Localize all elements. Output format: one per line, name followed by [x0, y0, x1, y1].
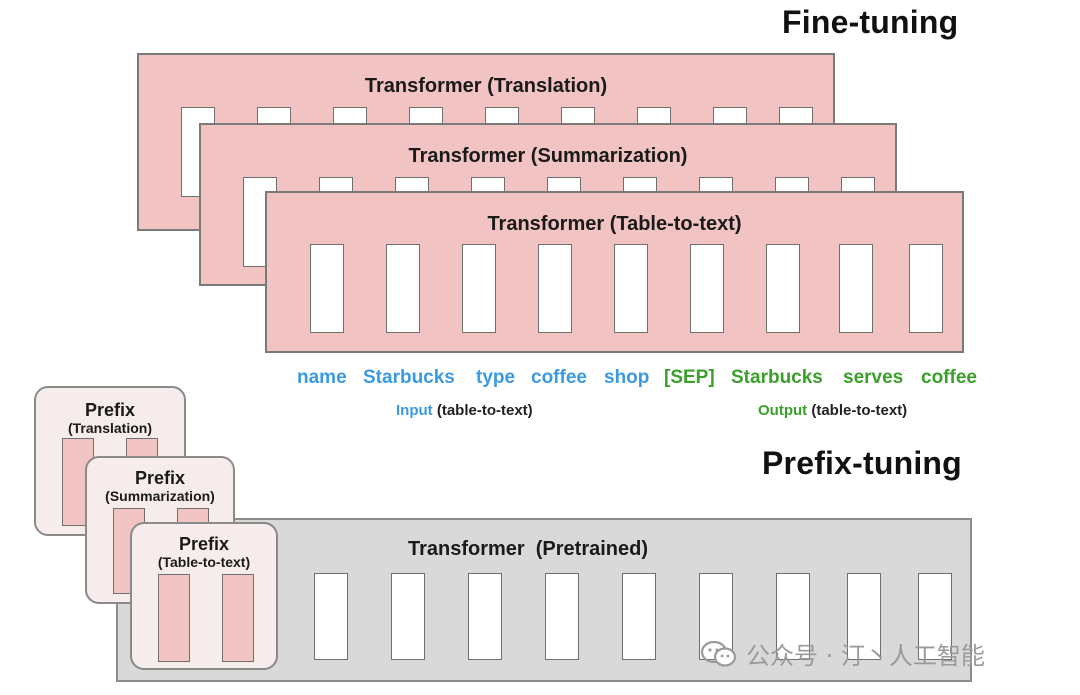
transformer-pretrained-label: Transformer (Pretrained)	[407, 538, 649, 560]
output-token: Starbucks	[731, 367, 823, 388]
slot	[776, 573, 810, 660]
fine-tuning-title: Fine-tuning	[782, 4, 959, 40]
transformer-table-to-text-panel: Transformer (Table-to-text)	[265, 191, 964, 353]
output-token: coffee	[921, 367, 977, 388]
slot	[839, 244, 873, 333]
slot	[847, 573, 881, 660]
prefix-tuning-title: Prefix-tuning	[762, 445, 962, 481]
slot	[918, 573, 952, 660]
slot	[622, 573, 656, 660]
prefix-slot	[158, 574, 190, 662]
wechat-icon	[700, 640, 738, 668]
slot	[391, 573, 425, 660]
slot	[386, 244, 420, 333]
transformer-summarization-label: Transformer (Summarization)	[408, 145, 688, 167]
prefix-slot	[222, 574, 254, 662]
slot	[314, 573, 348, 660]
prefix-table-to-text-card: Prefix (Table-to-text)	[130, 522, 278, 670]
prefix-title: Prefix	[84, 400, 136, 420]
slot	[614, 244, 648, 333]
prefix-title: Prefix	[178, 534, 230, 554]
input-caption: Input (table-to-text)	[396, 402, 533, 419]
input-token: shop	[604, 367, 650, 388]
slot	[545, 573, 579, 660]
slot	[310, 244, 344, 333]
input-caption-rest: (table-to-text)	[432, 402, 533, 419]
slot	[690, 244, 724, 333]
output-caption-rest: (table-to-text)	[807, 402, 908, 419]
output-token: [SEP]	[664, 367, 715, 388]
slot	[538, 244, 572, 333]
input-token: coffee	[531, 367, 587, 388]
prefix-subtitle: (Translation)	[67, 420, 152, 436]
watermark-text: 公众号 · 汀丶人工智能	[746, 642, 985, 670]
slot	[766, 244, 800, 333]
slot	[909, 244, 943, 333]
output-caption: Output (table-to-text)	[758, 402, 907, 419]
input-token: name	[297, 367, 347, 388]
prefix-subtitle: (Summarization)	[105, 488, 215, 504]
prefix-subtitle: (Table-to-text)	[157, 554, 251, 570]
slot	[462, 244, 496, 333]
output-token: serves	[843, 367, 904, 388]
output-caption-word: Output	[758, 402, 808, 419]
input-token: Starbucks	[363, 367, 455, 388]
input-caption-word: Input	[396, 402, 433, 419]
watermark: 公众号 · 汀丶人工智能	[700, 636, 985, 671]
prefix-title: Prefix	[134, 468, 186, 488]
slot	[468, 573, 502, 660]
transformer-table-to-text-label: Transformer (Table-to-text)	[487, 213, 742, 235]
input-token: type	[476, 367, 516, 388]
transformer-translation-label: Transformer (Translation)	[364, 75, 608, 97]
